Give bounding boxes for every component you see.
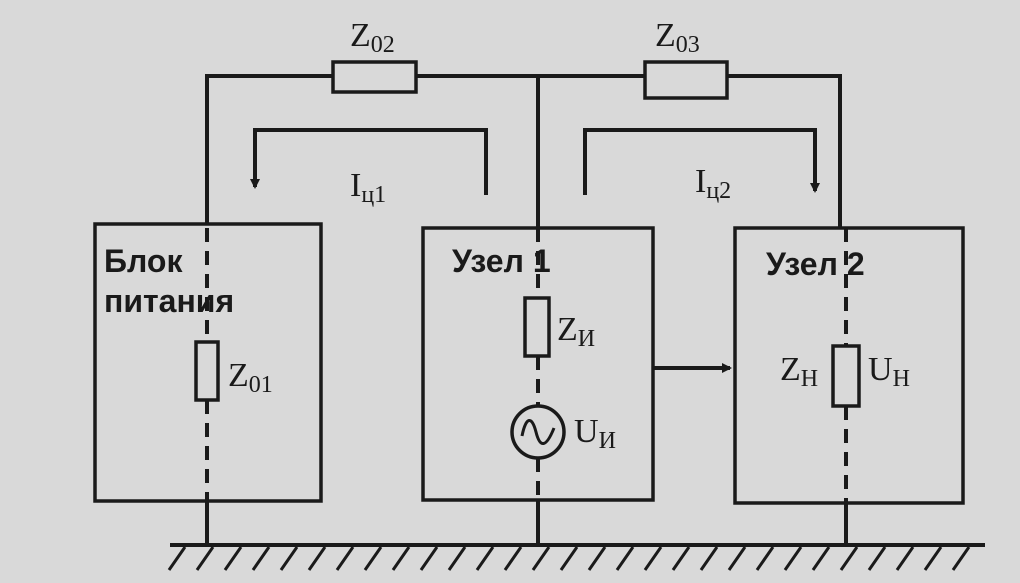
ac-source-icon xyxy=(520,419,556,445)
ground-hatch-mark xyxy=(615,546,635,571)
z03-resistor xyxy=(643,60,729,100)
node2-block-title: Узел 2 xyxy=(766,246,865,282)
power-block-title-line2: питания xyxy=(104,283,234,319)
ground-hatch-mark xyxy=(811,546,831,571)
ground-hatch-mark xyxy=(643,546,663,571)
ground-hatch-mark xyxy=(951,546,971,571)
ground-hatch-mark xyxy=(587,546,607,571)
label-i-c1: Iц1 xyxy=(350,167,386,208)
ground-hatch-mark xyxy=(475,546,495,571)
ground-hatch-mark xyxy=(699,546,719,571)
ground-hatch-mark xyxy=(727,546,747,571)
ground-hatch-mark xyxy=(755,546,775,571)
ground-hatch-mark xyxy=(167,546,187,571)
node1-block-title: Узел 1 xyxy=(452,243,551,279)
ground-hatch-mark xyxy=(559,546,579,571)
label-u-i: UИ xyxy=(574,413,616,454)
ground-hatch-mark xyxy=(867,546,887,571)
label-z01: Z01 xyxy=(228,357,273,398)
current-ic1-arrow xyxy=(250,128,488,195)
ground-hatching xyxy=(167,546,971,571)
ground-hatch-mark xyxy=(363,546,383,571)
ground-hatch-mark xyxy=(279,546,299,571)
label-z03: Z03 xyxy=(655,17,700,58)
ground-hatch-mark xyxy=(335,546,355,571)
node2-block xyxy=(733,226,965,505)
ground-hatch-mark xyxy=(195,546,215,571)
ground-hatch-mark xyxy=(307,546,327,571)
ground-hatch-mark xyxy=(531,546,551,571)
top-bus-right xyxy=(727,74,842,228)
ground-hatch-mark xyxy=(503,546,523,571)
ground-hatch-mark xyxy=(419,546,439,571)
ground-hatch-mark xyxy=(923,546,943,571)
ground-hatch-mark xyxy=(223,546,243,571)
power-block-title-line1: Блок xyxy=(104,243,183,279)
ground-hatch-mark xyxy=(839,546,859,571)
label-z-n: ZН xyxy=(780,351,818,392)
ground-hatch-mark xyxy=(783,546,803,571)
ground-hatch-mark xyxy=(671,546,691,571)
label-z-i: ZИ xyxy=(557,311,595,352)
label-i-c2: Iц2 xyxy=(695,163,731,204)
current-ic2-arrow xyxy=(583,128,820,195)
z01-resistor xyxy=(194,340,220,402)
ground-hatch-mark xyxy=(391,546,411,571)
source-circle xyxy=(510,404,566,460)
ground-hatch-mark xyxy=(251,546,271,571)
ground-hatch-mark xyxy=(447,546,467,571)
top-bus-left xyxy=(205,74,333,224)
z-i-resistor xyxy=(523,296,551,358)
label-z02: Z02 xyxy=(350,17,395,58)
z02-resistor xyxy=(331,60,418,94)
z-n-resistor xyxy=(831,344,861,408)
label-u-n: UН xyxy=(868,351,910,392)
ground-hatch-mark xyxy=(895,546,915,571)
